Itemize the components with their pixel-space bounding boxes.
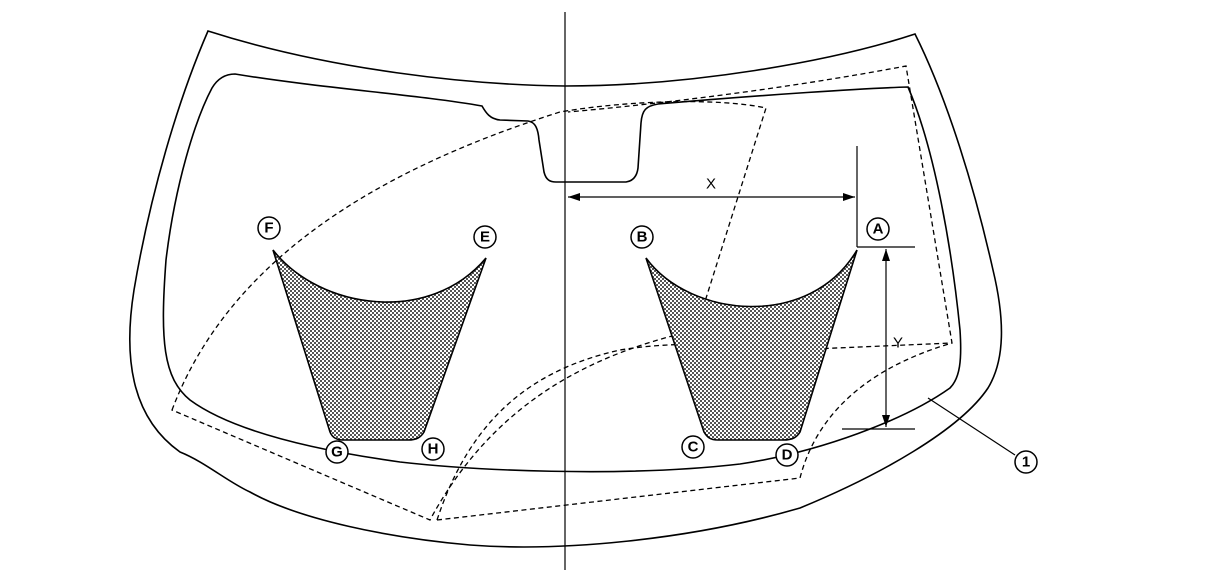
- dimension-x-label: X: [706, 176, 716, 193]
- point-b-label: B: [637, 229, 648, 246]
- point-c-label: C: [688, 439, 699, 456]
- windshield-outer-outline: [128, 30, 1003, 548]
- point-b-marker: B: [630, 225, 654, 249]
- point-a-label: A: [873, 221, 884, 238]
- point-e-label: E: [480, 229, 490, 246]
- dimension-y-label: Y: [893, 335, 903, 352]
- wiper-sweep-right-lower: [436, 342, 953, 521]
- test-area-passenger: [645, 249, 858, 441]
- point-f-marker: F: [257, 216, 281, 240]
- point-h-marker: H: [421, 437, 445, 461]
- dimension-y: Y: [842, 246, 915, 430]
- point-g-label: G: [331, 444, 343, 461]
- point-a-marker: A: [866, 217, 890, 241]
- wiper-sweep-right: [436, 65, 953, 521]
- callout-1-label: 1: [1022, 454, 1030, 471]
- callout-1-leader: [927, 397, 1016, 456]
- point-g-marker: G: [325, 440, 349, 464]
- point-e-marker: E: [473, 225, 497, 249]
- dimension-x: X: [568, 146, 858, 247]
- point-d-label: D: [782, 447, 793, 464]
- windshield-inner-outline: [162, 73, 962, 473]
- test-area-driver: [272, 249, 487, 441]
- point-c-marker: C: [681, 435, 705, 459]
- point-h-label: H: [428, 441, 439, 458]
- point-f-label: F: [264, 220, 273, 237]
- wiper-sweep-left: [171, 100, 767, 521]
- callout-1-marker: 1: [1014, 450, 1038, 474]
- point-d-marker: D: [775, 443, 799, 467]
